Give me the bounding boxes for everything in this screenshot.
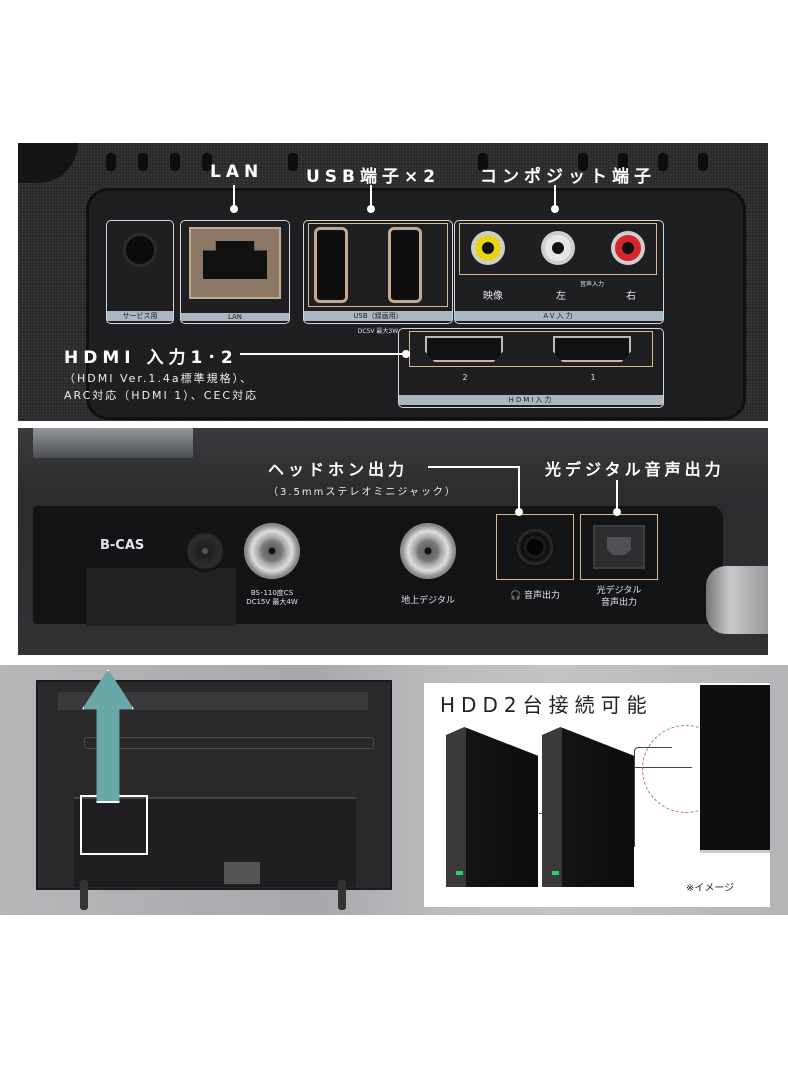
- rca-audio-left-jack[interactable]: [541, 231, 575, 265]
- callout-dot: [367, 205, 375, 213]
- service-label: サービス用: [107, 311, 173, 321]
- hdmi2-label: 2: [462, 373, 468, 382]
- composite-callout: コンポジット端子: [480, 167, 656, 187]
- terminal-location-highlight: [80, 795, 148, 855]
- usb-port-group: USB（録画用）: [303, 220, 453, 324]
- lan-callout: LAN: [210, 162, 264, 182]
- tv-side-profile: [700, 685, 770, 853]
- hdmi-port-2[interactable]: [425, 336, 503, 362]
- callout-dot: [230, 205, 238, 213]
- hdd-title: HDD2台接続可能: [440, 693, 653, 717]
- av-highlight-frame: [459, 223, 657, 275]
- hdd-led-icon: [552, 871, 559, 875]
- usb-power-label: DC5V 最大3W: [357, 328, 399, 335]
- hdmi-in-label: HDMI入力: [399, 395, 663, 405]
- lan-port-group: LAN: [180, 220, 290, 324]
- tv-rear-body: [36, 680, 392, 890]
- bcas-slot-cover[interactable]: [86, 568, 236, 626]
- callout-dot: [515, 508, 523, 516]
- headphone-frame: [496, 514, 574, 580]
- av-in-label: AV入力: [455, 311, 663, 321]
- hdd-led-icon: [456, 871, 463, 875]
- audio-out-text: 音声出力: [524, 591, 561, 601]
- optical-frame: [580, 514, 658, 580]
- terrestrial-antenna-port[interactable]: [400, 523, 456, 579]
- image-note: ※イメージ: [686, 883, 735, 894]
- callout-dot: [613, 508, 621, 516]
- bs-cs-label-2: DC15V 最大4W: [246, 598, 298, 606]
- lan-label: LAN: [181, 313, 289, 321]
- hdmi-highlight-frame: [409, 331, 653, 367]
- usb-callout: USB端子×2: [306, 167, 441, 187]
- headphone-callout: ヘッドホン出力: [268, 460, 409, 479]
- optical-callout: 光デジタル音声出力: [545, 460, 725, 479]
- usb-label: USB（録画用）: [304, 311, 452, 321]
- service-jack[interactable]: [123, 233, 157, 267]
- hdd-2: [542, 727, 634, 887]
- bcas-label: B-CAS: [100, 538, 145, 553]
- bs-cs-label-1: BS･110度CS: [250, 589, 294, 597]
- stand-leg-left: [80, 880, 88, 910]
- rear-panel-plate: [74, 797, 356, 887]
- headphone-note: （3.5mmステレオミニジャック）: [268, 487, 457, 498]
- video-label: 映像: [483, 291, 503, 302]
- hdd-illustration: HDD2台接続可能 ※イメージ: [424, 683, 770, 907]
- stand-leg-right: [338, 880, 346, 910]
- usb-port-1[interactable]: [314, 227, 348, 303]
- screw-icon: [184, 530, 226, 572]
- callout-dot: [551, 205, 559, 213]
- hdmi-port-1[interactable]: [553, 336, 631, 362]
- left-label: 左: [556, 291, 566, 302]
- audio-in-label: 音声入力: [579, 281, 604, 288]
- headphone-jack[interactable]: [517, 529, 553, 565]
- terminal-recess: [86, 188, 746, 420]
- hdmi-note-2: ARC対応（HDMI 1）、CEC対応: [64, 389, 259, 402]
- callout-dot: [402, 350, 410, 358]
- terrestrial-label: 地上デジタル: [401, 596, 455, 606]
- lan-port[interactable]: [189, 227, 281, 299]
- optical-label-2: 音声出力: [600, 598, 637, 608]
- rca-video-jack[interactable]: [471, 231, 505, 265]
- rca-audio-right-jack[interactable]: [611, 231, 645, 265]
- chassis-detail: [33, 428, 193, 458]
- usb-port-2[interactable]: [388, 227, 422, 303]
- usb-highlight-frame: [308, 223, 448, 307]
- bs-cs-antenna-port[interactable]: [244, 523, 300, 579]
- av-input-group: 音声入力 映像 左 右 AV入力: [454, 220, 664, 324]
- rear-terminal-panel-top: LAN USB端子×2 コンポジット端子 サービス用 LAN USB（録画用） …: [18, 143, 768, 421]
- right-label: 右: [626, 291, 636, 302]
- rating-label: [224, 862, 260, 884]
- corner-shadow: [18, 143, 78, 183]
- optical-label-1: 光デジタル: [596, 586, 642, 596]
- hdmi-input-group: 2 1 HDMI入力: [398, 328, 664, 408]
- audio-out-label: 🎧 音声出力: [496, 588, 574, 601]
- tv-rear-and-hdd-panel: HDD2台接続可能 ※イメージ: [0, 665, 788, 915]
- hdd-1: [446, 727, 538, 887]
- optical-port[interactable]: [593, 525, 645, 569]
- hdmi1-label: 1: [590, 373, 596, 382]
- service-port-group: サービス用: [106, 220, 174, 324]
- hdmi-note-1: （HDMI Ver.1.4a標準規格）、: [64, 372, 254, 385]
- headphone-icon: 🎧: [509, 591, 525, 601]
- rear-terminal-panel-bottom: B-CAS BS･110度CS DC15V 最大4W 地上デジタル 🎧 音声出力…: [18, 428, 768, 655]
- hdmi-callout: HDMI 入力1･2: [64, 348, 238, 368]
- stand-mount: [706, 566, 768, 634]
